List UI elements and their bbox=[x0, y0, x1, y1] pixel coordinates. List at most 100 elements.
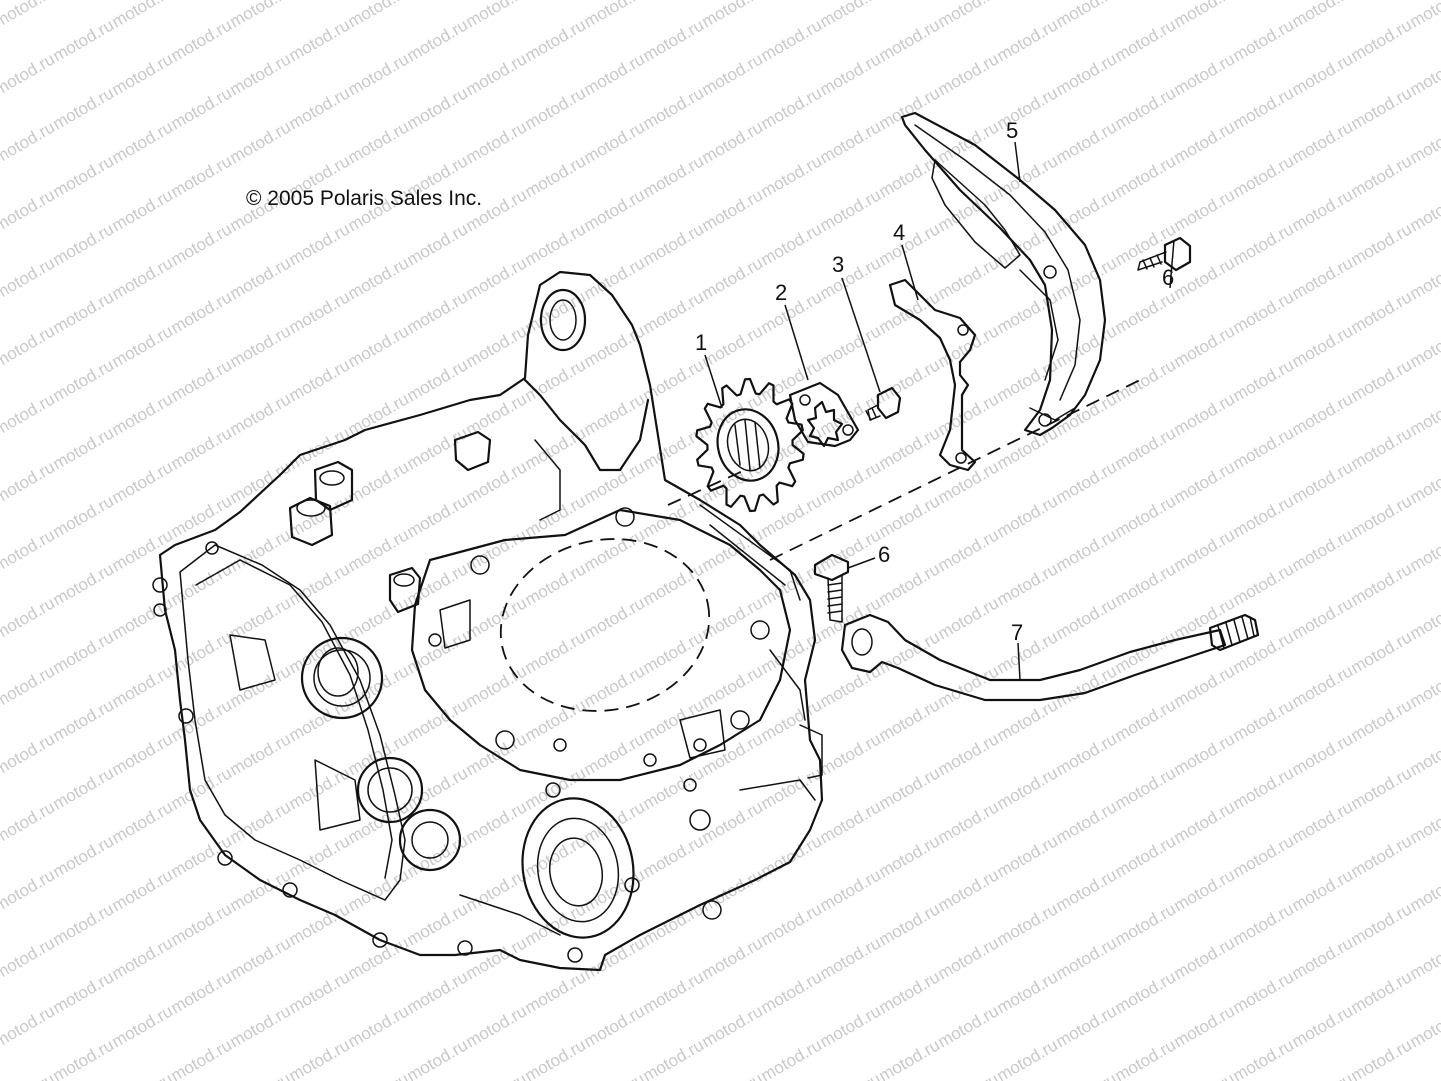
watermark-text: motod.ru bbox=[1053, 661, 1121, 711]
watermark-text: motod.ru bbox=[1053, 0, 1121, 31]
watermark-text: motod.ru bbox=[522, 423, 590, 473]
watermark-text: motod.ru bbox=[345, 321, 413, 371]
watermark-text: motod.ru bbox=[1407, 1069, 1441, 1081]
watermark-text: motod.ru bbox=[1230, 15, 1298, 65]
watermark-text: motod.ru bbox=[463, 389, 531, 439]
watermark-text: motod.ru bbox=[0, 117, 58, 167]
watermark-text: motod.ru bbox=[1230, 423, 1298, 473]
watermark-text: motod.ru bbox=[817, 933, 885, 983]
watermark-text: motod.ru bbox=[876, 1035, 944, 1081]
watermark-text: motod.ru bbox=[994, 763, 1062, 813]
watermark-text: motod.ru bbox=[522, 219, 590, 269]
watermark-text: motod.ru bbox=[1407, 117, 1441, 167]
watermark-text: motod.ru bbox=[994, 695, 1062, 745]
watermark-text: motod.ru bbox=[1171, 0, 1239, 31]
callout-labels: 1 2 3 4 5 6 6 7 bbox=[695, 118, 1174, 645]
watermark-text: motod.ru bbox=[876, 219, 944, 269]
watermark-text: motod.ru bbox=[935, 0, 1003, 31]
watermark-text: motod.ru bbox=[1171, 185, 1239, 235]
watermark-text: motod.ru bbox=[758, 763, 826, 813]
watermark-text: motod.ru bbox=[1171, 117, 1239, 167]
watermark-text: motod.ru bbox=[1053, 1069, 1121, 1081]
watermark-text: motod.ru bbox=[463, 525, 531, 575]
watermark-text: motod.ru bbox=[227, 253, 295, 303]
watermark-text: motod.ru bbox=[1112, 219, 1180, 269]
watermark-text: motod.ru bbox=[1407, 933, 1441, 983]
watermark-text: motod.ru bbox=[109, 593, 177, 643]
watermark-text: motod.ru bbox=[581, 117, 649, 167]
watermark-text: motod.ru bbox=[404, 559, 472, 609]
watermark-text: motod.ru bbox=[817, 593, 885, 643]
watermark-text: motod.ru bbox=[935, 49, 1003, 99]
watermark-text: motod.ru bbox=[1053, 797, 1121, 847]
watermark-text: motod.ru bbox=[1348, 1035, 1416, 1081]
watermark-text: motod.ru bbox=[1348, 559, 1416, 609]
watermark-text: motod.ru bbox=[640, 627, 708, 677]
watermark-text: motod.ru bbox=[758, 899, 826, 949]
watermark-text: motod.ru bbox=[758, 15, 826, 65]
copyright-text: © 2005 Polaris Sales Inc. bbox=[246, 187, 482, 210]
watermark-text: motod.ru bbox=[1348, 695, 1416, 745]
watermark-text: motod.ru bbox=[1289, 457, 1357, 507]
watermark-text: motod.ru bbox=[817, 49, 885, 99]
watermark-text: motod.ru bbox=[404, 763, 472, 813]
watermark-text: motod.ru bbox=[1171, 865, 1239, 915]
watermark-text: motod.ru bbox=[994, 15, 1062, 65]
watermark-text: motod.ru bbox=[1407, 389, 1441, 439]
assembly-axis-line bbox=[769, 379, 1141, 561]
watermark-text: motod.ru bbox=[109, 661, 177, 711]
watermark-text: motod.ru bbox=[1289, 865, 1357, 915]
watermark-text: motod.ru bbox=[699, 185, 767, 235]
watermark-text: motod.ru bbox=[227, 0, 295, 31]
watermark-text: motod.ru bbox=[1053, 933, 1121, 983]
watermark-text: motod.ru bbox=[1230, 83, 1298, 133]
watermark-text: motod.ru bbox=[109, 185, 177, 235]
watermark-text: motod.ru bbox=[699, 1001, 767, 1051]
watermark-text: motod.ru bbox=[286, 15, 354, 65]
watermark-text: motod.ru bbox=[1053, 321, 1121, 371]
watermark-text: motod.ru bbox=[404, 695, 472, 745]
watermark-text: motod.ru bbox=[699, 49, 767, 99]
watermark-text: motod.ru bbox=[876, 83, 944, 133]
watermark-text: motod.ru bbox=[581, 0, 649, 31]
watermark-text: motod.ru bbox=[1171, 661, 1239, 711]
watermark-text: motod.ru bbox=[168, 151, 236, 201]
watermark-text: motod.ru bbox=[109, 253, 177, 303]
watermark-text: motod.ru bbox=[286, 967, 354, 1017]
watermark-text: motod.ru bbox=[109, 1069, 177, 1081]
watermark-text: motod.ru bbox=[1230, 763, 1298, 813]
cover-gasket bbox=[888, 278, 977, 472]
watermark-text: motod.ru bbox=[109, 49, 177, 99]
watermark-text: motod.ru bbox=[1289, 933, 1357, 983]
watermark-text: motod.ru bbox=[522, 967, 590, 1017]
watermark-text: motod.ru bbox=[0, 797, 58, 847]
watermark-text: motod.ru bbox=[758, 967, 826, 1017]
watermark-text: motod.ru bbox=[758, 83, 826, 133]
watermark-text: motod.ru bbox=[876, 695, 944, 745]
watermark-text: motod.ru bbox=[817, 457, 885, 507]
watermark-text: motod.ru bbox=[1230, 491, 1298, 541]
watermark-text: motod.ru bbox=[876, 899, 944, 949]
watermark-text: motod.ru bbox=[286, 627, 354, 677]
watermark-text: motod.ru bbox=[0, 185, 58, 235]
watermark-text: motod.ru bbox=[404, 967, 472, 1017]
watermark-text: motod.ru bbox=[50, 15, 118, 65]
watermark-text: motod.ru bbox=[1348, 763, 1416, 813]
watermark-text: motod.ru bbox=[0, 1001, 58, 1051]
watermark-text: motod.ru bbox=[1289, 729, 1357, 779]
watermark-text: motod.ru bbox=[1348, 287, 1416, 337]
watermark-text: motod.ru bbox=[227, 865, 295, 915]
watermark-text: motod.ru bbox=[581, 729, 649, 779]
watermark-text: motod.ru bbox=[0, 457, 58, 507]
watermark-text: motod.ru bbox=[1289, 1069, 1357, 1081]
watermark-text: motod.ru bbox=[935, 1069, 1003, 1081]
watermark-text: motod.ru bbox=[1407, 525, 1441, 575]
callout-4: 4 bbox=[893, 220, 905, 245]
watermark-text: motod.ru bbox=[1230, 151, 1298, 201]
watermark-text: motod.ru bbox=[817, 525, 885, 575]
shift-lever bbox=[840, 613, 1260, 702]
watermark-text: motod.ru bbox=[227, 457, 295, 507]
watermark-text: motod.ru bbox=[994, 559, 1062, 609]
watermark-text: motod.ru bbox=[876, 15, 944, 65]
watermark-text: motod.ru bbox=[404, 83, 472, 133]
